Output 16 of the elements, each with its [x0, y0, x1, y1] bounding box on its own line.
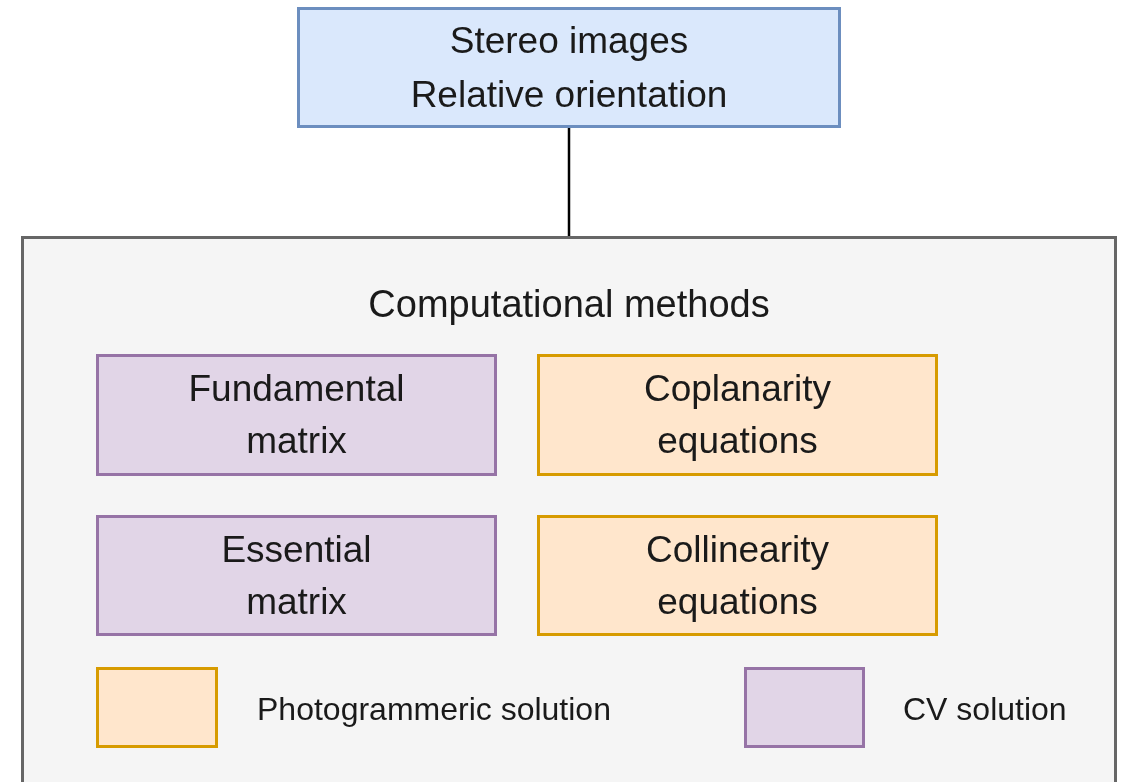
node-label: Essential matrix [220, 527, 373, 624]
group-container [21, 236, 1117, 782]
method-box [537, 354, 938, 476]
legend-label: CV solution [903, 691, 1067, 728]
method-box [537, 515, 938, 636]
method-box [96, 354, 497, 476]
input-box [297, 7, 841, 128]
connector-line [567, 128, 571, 236]
group-title: Computational methods [368, 282, 770, 327]
node-label: Stereo images [449, 18, 689, 63]
node-label: Coplanarity equations [642, 367, 833, 463]
method-box [96, 515, 497, 636]
legend-label: Photogrammeric solution [257, 691, 611, 728]
node-label: Fundamental matrix [187, 367, 406, 463]
node-label: Collinearity equations [645, 527, 830, 624]
node-label: Relative orientation [410, 72, 728, 117]
